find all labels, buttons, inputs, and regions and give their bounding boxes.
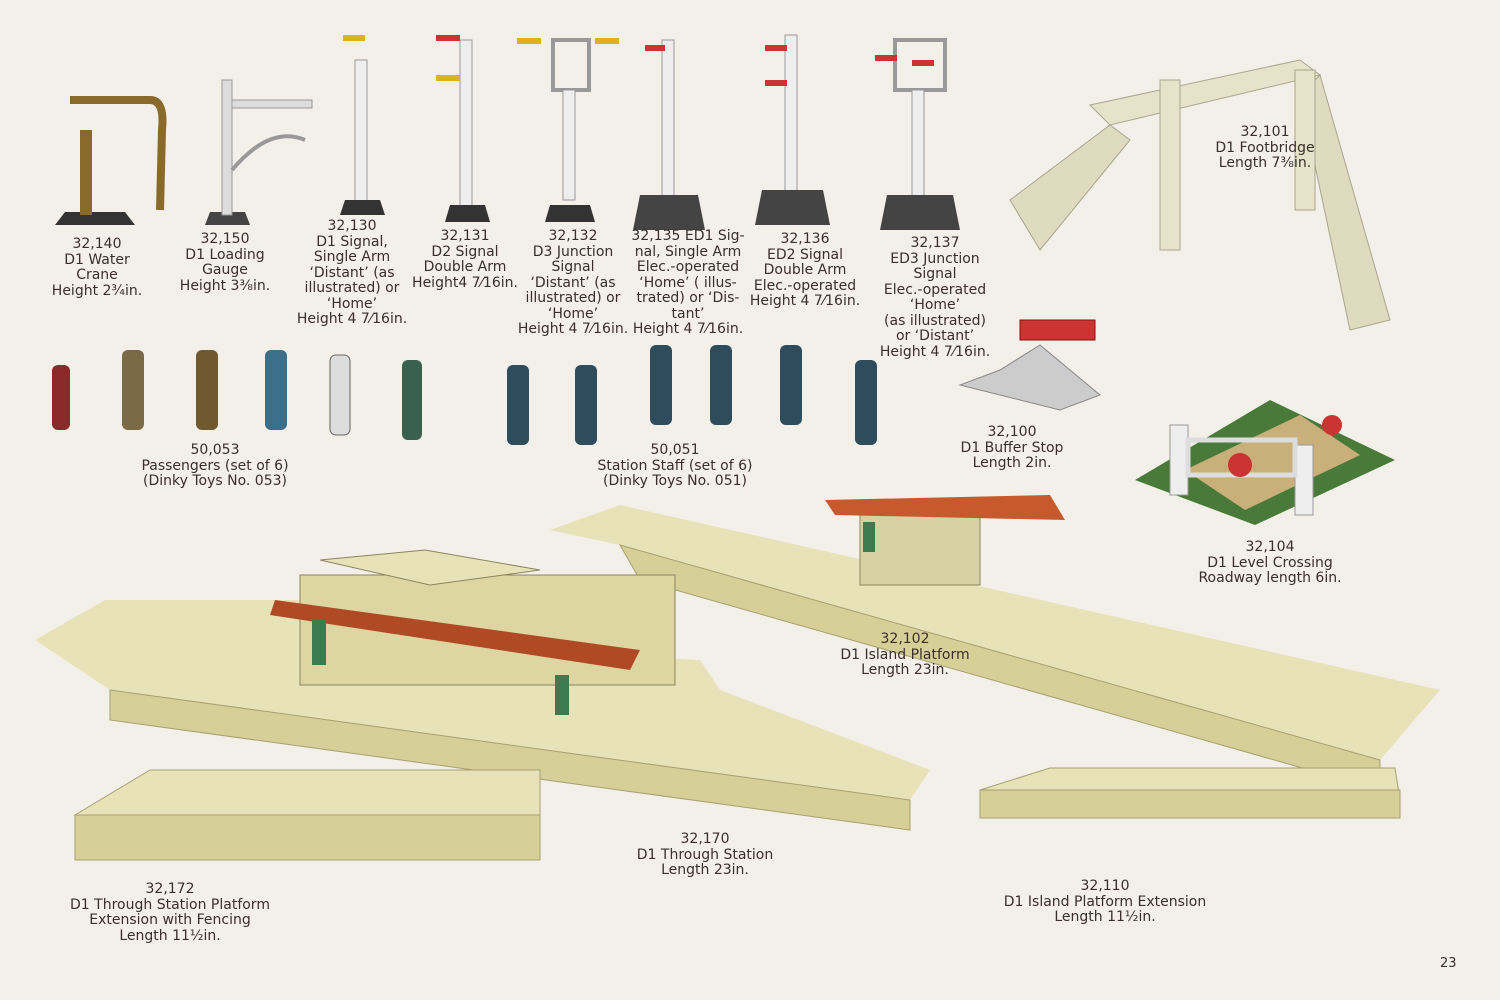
loading-gauge-illustration	[205, 79, 313, 225]
staff-figures	[507, 345, 877, 445]
footbridge-illustration	[1009, 59, 1391, 331]
page-number: 23	[1440, 956, 1457, 971]
signal-32136	[755, 34, 830, 225]
signal-32130	[340, 35, 385, 215]
passenger-figures	[52, 350, 422, 440]
signals-illustration	[340, 34, 960, 230]
water-crane-illustration	[55, 96, 167, 225]
signal-32137	[875, 38, 960, 230]
platform-extension-fencing-illustration	[73, 769, 541, 861]
island-platform-illustration	[550, 495, 1440, 791]
signal-32135	[633, 39, 705, 230]
signal-32132	[517, 38, 619, 222]
signal-32131	[436, 35, 490, 222]
through-station-illustration	[35, 549, 930, 831]
island-platform-extension-illustration	[979, 767, 1401, 819]
level-crossing-illustration	[1135, 400, 1395, 525]
buffer-stop-illustration	[958, 319, 1101, 411]
